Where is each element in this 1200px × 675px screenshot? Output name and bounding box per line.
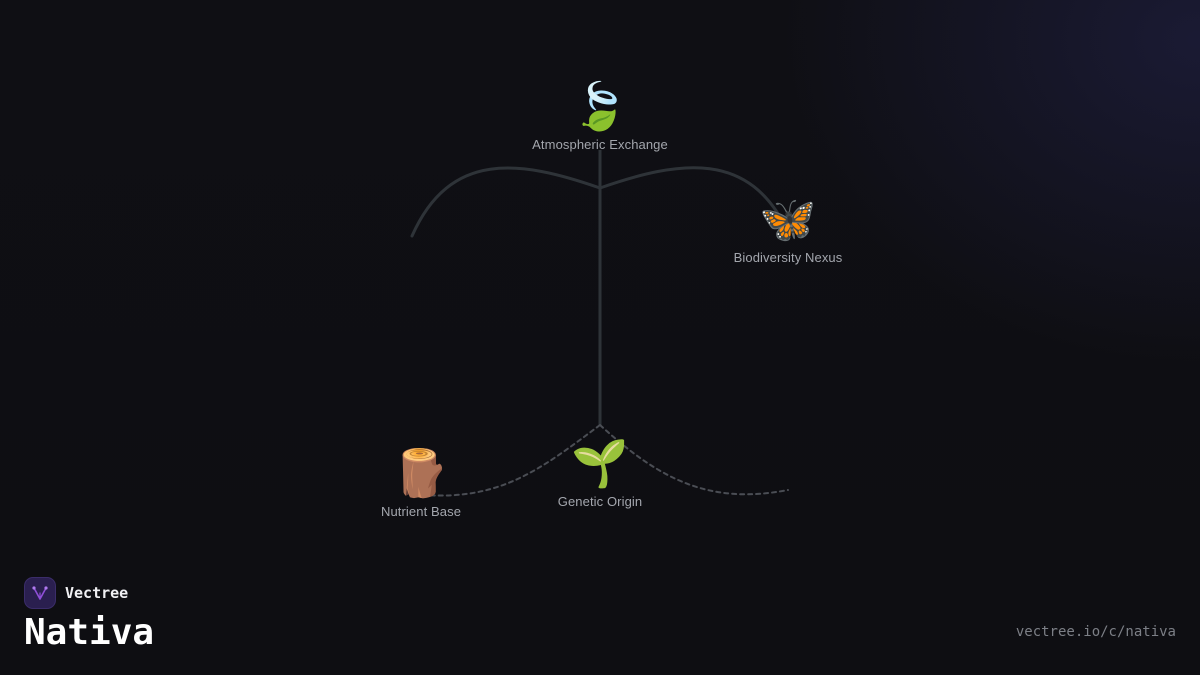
node-label: Nutrient Base bbox=[380, 504, 462, 519]
brand[interactable]: Vectree bbox=[24, 577, 128, 609]
root-left bbox=[424, 424, 601, 497]
page-title: Nativa bbox=[24, 612, 155, 653]
node-label: Genetic Origin bbox=[557, 494, 643, 509]
node-biodiversity-nexus[interactable]: 🦋 Biodiversity Nexus bbox=[734, 192, 843, 265]
branch-left bbox=[410, 166, 602, 238]
node-label: Biodiversity Nexus bbox=[733, 250, 843, 265]
vectree-logo-icon bbox=[24, 577, 56, 609]
node-atmospheric-exchange[interactable]: 🍃 Atmospheric Exchange bbox=[532, 79, 668, 152]
seedling-icon: 🌱 bbox=[571, 436, 629, 490]
page-url[interactable]: vectree.io/c/nativa bbox=[1015, 624, 1176, 640]
node-genetic-origin[interactable]: 🌱 Genetic Origin bbox=[558, 436, 643, 509]
branch-right bbox=[598, 166, 790, 234]
butterfly-icon: 🦋 bbox=[759, 192, 817, 246]
node-label: Atmospheric Exchange bbox=[532, 137, 668, 152]
brand-name: Vectree bbox=[65, 584, 129, 602]
wood-log-icon: 🪵 bbox=[392, 446, 450, 500]
root-right bbox=[599, 424, 789, 496]
leaf-fluttering-icon: 🍃 bbox=[571, 79, 629, 133]
node-nutrient-base[interactable]: 🪵 Nutrient Base bbox=[381, 446, 461, 519]
